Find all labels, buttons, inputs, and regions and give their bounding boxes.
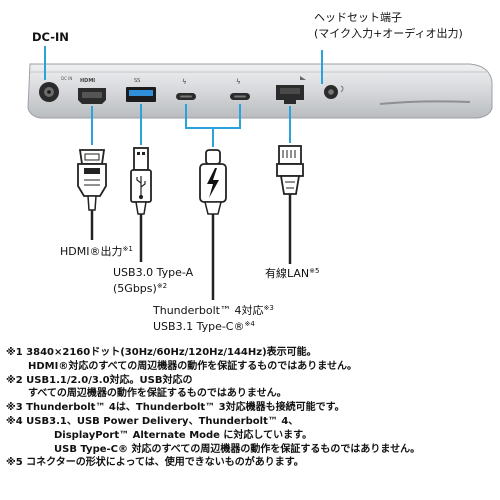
label-usb-a-speed: (5Gbps) <box>113 282 157 295</box>
label-hdmi-mark: ※1 <box>122 245 133 253</box>
label-thunderbolt-line1: Thunderbolt™ 4対応※3 <box>153 304 274 318</box>
port-usb-a: SS <box>126 78 156 102</box>
port-headset <box>324 85 344 99</box>
footnote-line: DisplayPort™ Alternate Mode に対応しています。 <box>54 429 313 441</box>
label-usbc-mark: ※4 <box>244 320 255 328</box>
port-mark-tb2: ϟ <box>236 78 241 86</box>
label-usbc-line2: USB3.1 Type-C®※4 <box>153 320 255 334</box>
footnote-line: USB Type-C® 対応のすべての周辺機器の動作を保証するものではありません… <box>54 443 421 455</box>
port-lan <box>276 76 306 104</box>
laptop-chassis <box>27 63 493 119</box>
port-dc-in: DC IN <box>39 76 72 102</box>
port-thunderbolt-2: ϟ <box>230 78 250 100</box>
footnote-line: ※3 Thunderbolt™ 4は、Thunderbolt™ 3対応機器も接続… <box>6 402 345 414</box>
port-mark-usb: SS <box>134 78 140 84</box>
port-mark-hdmi: HDMI <box>80 78 95 84</box>
label-thunderbolt-mark: ※3 <box>263 304 274 312</box>
port-hdmi: HDMI <box>78 78 106 104</box>
label-lan-mark: ※5 <box>309 267 320 275</box>
port-thunderbolt-1: ϟ <box>176 78 196 100</box>
label-dc-in: DC-IN <box>32 30 69 44</box>
footnote-line: ※2 USB1.1/2.0/3.0対応。USB対応の <box>6 374 193 386</box>
thunderbolt-plug <box>199 149 227 300</box>
leader-lines <box>44 46 323 147</box>
hdmi-plug <box>77 149 107 240</box>
footnote-line: ※4 USB3.1、USB Power Delivery、Thunderbolt… <box>6 415 299 427</box>
label-usb-a-mark: ※2 <box>156 282 168 290</box>
label-usb-a-line1: USB3.0 Type-A <box>113 266 194 279</box>
port-mark-dc: DC IN <box>61 76 72 81</box>
label-thunderbolt-text: Thunderbolt™ 4対応 <box>153 304 264 317</box>
label-hdmi: HDMI®出力※1 <box>60 245 133 259</box>
footnote-line: ※1 3840×2160ドット(30Hz/60Hz/120Hz/144Hz)表示… <box>6 347 317 358</box>
label-hdmi-text: HDMI®出力 <box>60 245 123 258</box>
footnotes: ※1 3840×2160ドット(30Hz/60Hz/120Hz/144Hz)表示… <box>6 346 498 470</box>
label-headset-line2: (マイク入力+オーディオ出力) <box>314 27 463 40</box>
label-headset-line1: ヘッドセット端子 <box>314 11 402 24</box>
label-lan-text: 有線LAN <box>265 267 310 280</box>
lan-plug <box>276 145 304 264</box>
footnote-line: HDMI®対応のすべての周辺機器の動作を保証するものではありません。 <box>28 360 357 372</box>
label-usbc-text: USB3.1 Type-C® <box>153 320 245 333</box>
footnote-line: すべての周辺機器の動作を保証するものではありません。 <box>28 388 287 400</box>
usb-a-plug <box>130 147 152 262</box>
usb-symbol-icon <box>136 176 146 200</box>
footnote-line: ※5 コネクターの形状によっては、使用できないものがあります。 <box>6 457 304 469</box>
label-lan: 有線LAN※5 <box>265 267 319 281</box>
leader-thunderbolt <box>185 104 241 147</box>
label-usb-a-line2: (5Gbps)※2 <box>113 282 167 296</box>
port-mark-tb1: ϟ <box>182 78 187 86</box>
thunderbolt-bolt-icon <box>207 168 219 198</box>
